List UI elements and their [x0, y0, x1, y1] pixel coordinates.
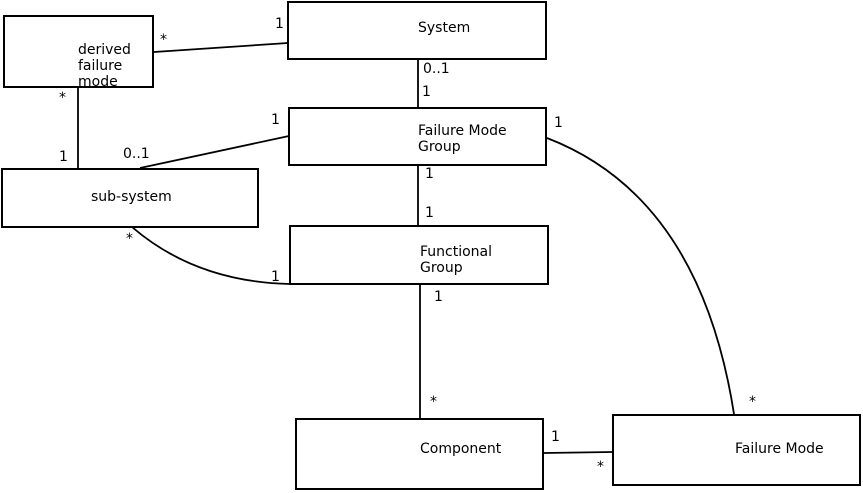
- box-failure-mode: [612, 414, 861, 486]
- box-failure-mode-group: [288, 107, 547, 166]
- edge-component-failure-mode: [543, 451, 613, 454]
- edge-derived-failure-mode-system: [153, 42, 289, 53]
- multiplicity-label: 1: [425, 205, 434, 221]
- box-derived-failure-mode: [3, 15, 154, 88]
- box-label-component: Component: [420, 441, 502, 457]
- multiplicity-label: 1: [271, 112, 280, 128]
- box-label-functional-group: Functional Group: [420, 244, 493, 276]
- multiplicity-label: 1: [434, 289, 443, 305]
- multiplicity-label: *: [430, 394, 437, 410]
- multiplicity-label: 0..1: [123, 146, 150, 162]
- box-system: [287, 1, 547, 60]
- multiplicity-label: 1: [554, 115, 563, 131]
- multiplicity-label: 0..1: [423, 61, 450, 77]
- box-label-failure-mode-group: Failure Mode Group: [418, 123, 507, 155]
- box-component: [295, 418, 544, 490]
- multiplicity-label: 1: [271, 269, 280, 285]
- edge-failure-mode-group-failure-mode: [546, 137, 735, 415]
- box-label-failure-mode: Failure Mode: [735, 441, 824, 457]
- box-sub-system: [1, 168, 259, 228]
- box-label-system: System: [418, 20, 471, 36]
- multiplicity-label: 1: [275, 16, 284, 32]
- multiplicity-label: *: [59, 90, 66, 106]
- multiplicity-label: *: [597, 459, 604, 475]
- edge-sub-system-failure-mode-group: [139, 135, 290, 169]
- multiplicity-label: *: [749, 394, 756, 410]
- box-label-derived-failure-mode: derived failure mode: [78, 42, 131, 90]
- multiplicity-label: 1: [551, 429, 560, 445]
- multiplicity-label: 1: [422, 84, 431, 100]
- edge-sub-system-functional-group: [131, 226, 291, 285]
- box-label-sub-system: sub-system: [91, 189, 172, 205]
- box-functional-group: [289, 225, 549, 285]
- multiplicity-label: *: [160, 32, 167, 48]
- multiplicity-label: *: [126, 231, 133, 247]
- multiplicity-label: 1: [59, 149, 68, 165]
- multiplicity-label: 1: [425, 166, 434, 182]
